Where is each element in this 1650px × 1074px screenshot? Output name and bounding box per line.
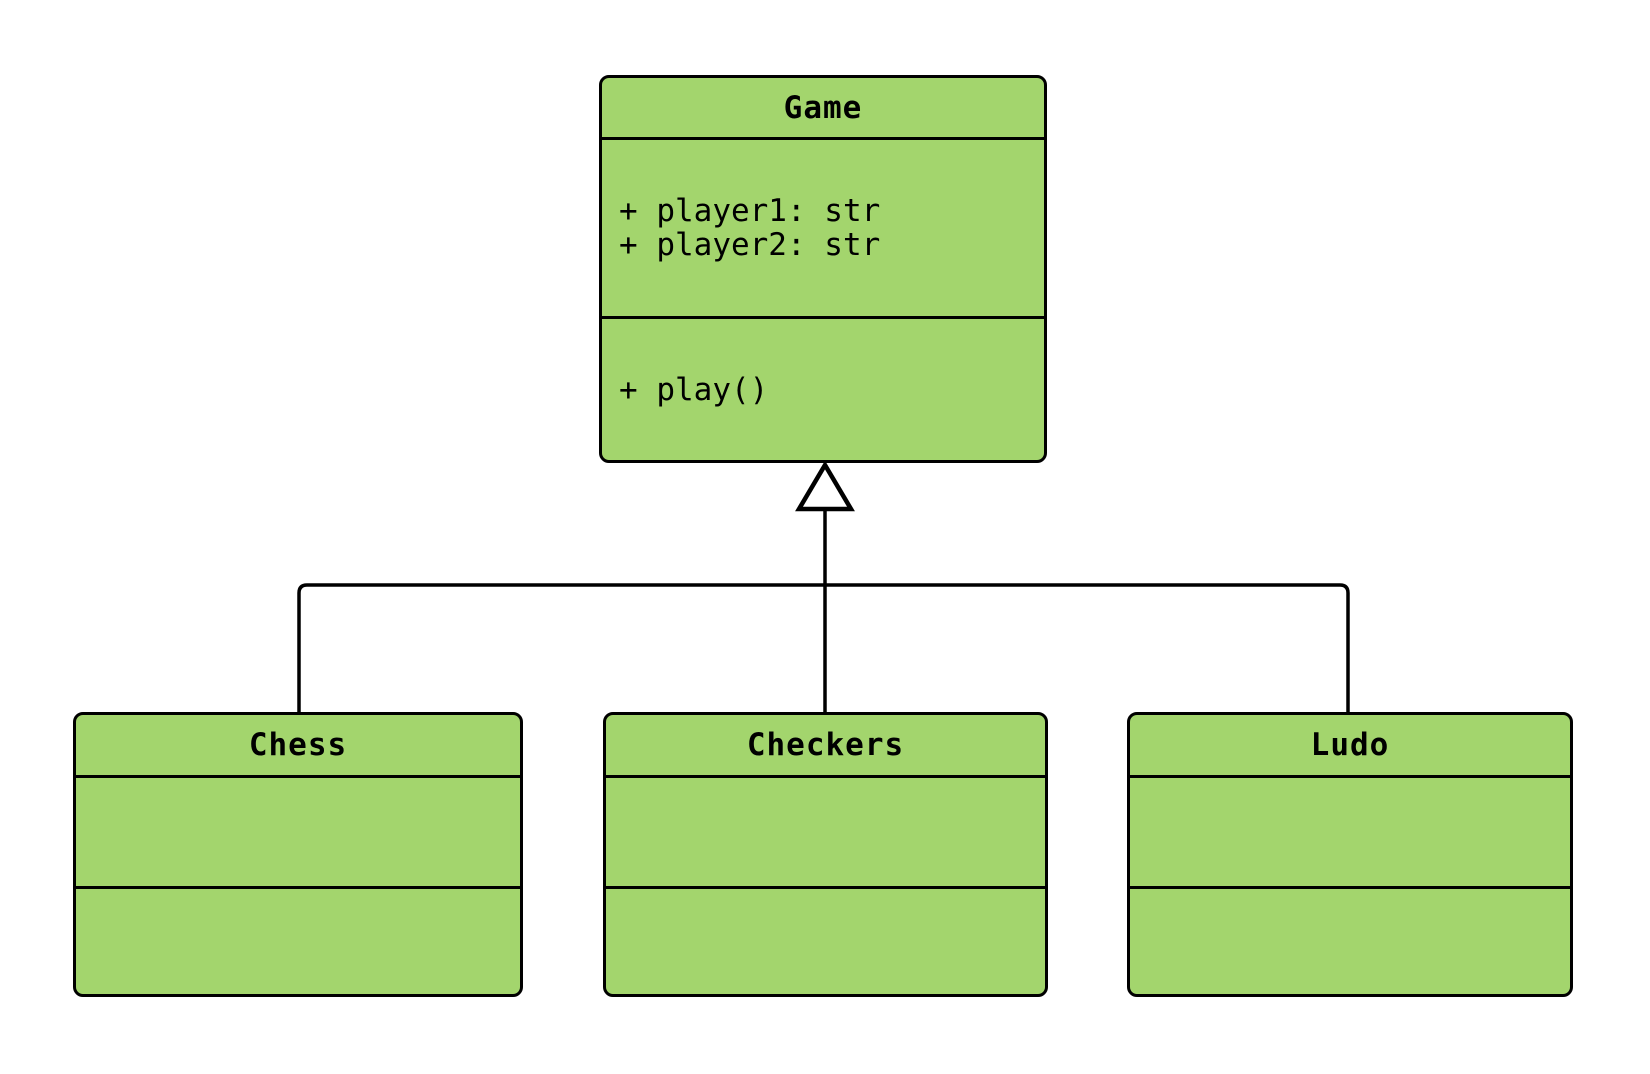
attribute-line: + player1: str: [619, 193, 881, 229]
class-title: Checkers: [606, 715, 1045, 778]
ludo-class-box: Ludo: [1127, 712, 1573, 997]
class-attributes-section: [1130, 778, 1570, 889]
game-class-box: Game + player1: str + player2: str + pla…: [599, 75, 1047, 463]
class-title: Game: [602, 78, 1044, 140]
class-title: Ludo: [1130, 715, 1570, 778]
attribute-line: + player2: str: [619, 227, 881, 263]
class-methods-section: + play(): [602, 319, 1044, 460]
class-methods-section: [76, 889, 520, 994]
method-line: + play(): [619, 371, 769, 408]
class-methods-section: [606, 889, 1045, 994]
class-attributes-section: [606, 778, 1045, 889]
class-methods-section: [1130, 889, 1570, 994]
class-attributes-section: [76, 778, 520, 889]
checkers-class-box: Checkers: [603, 712, 1048, 997]
inheritance-arrow-icon: [795, 460, 855, 512]
class-attributes-section: + player1: str + player2: str: [602, 140, 1044, 319]
chess-class-box: Chess: [73, 712, 523, 997]
class-title: Chess: [76, 715, 520, 778]
